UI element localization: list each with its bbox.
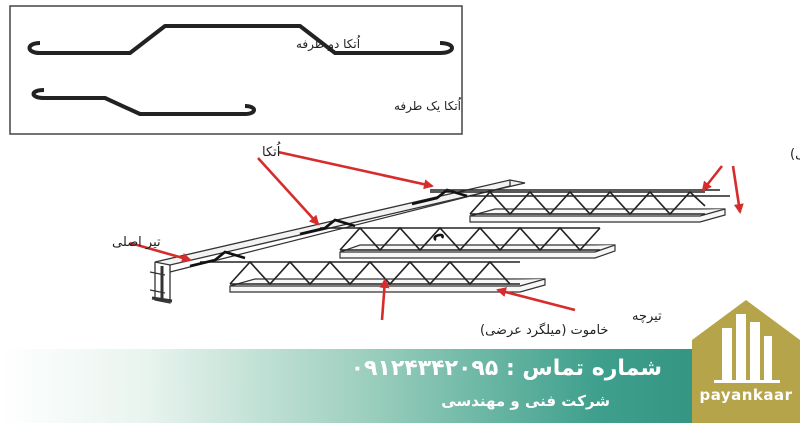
label-main-beam: تیر اصلی bbox=[112, 235, 161, 250]
joist-2 bbox=[339, 244, 616, 259]
label-joist: تیرچه bbox=[632, 309, 662, 324]
arrow-straight-rebar-2 bbox=[731, 165, 744, 214]
arrow-stirrup bbox=[379, 278, 390, 321]
truss-2 bbox=[320, 226, 601, 252]
double-bend-label: اُتکا دو طرفه bbox=[296, 34, 360, 52]
arrow-straight-rebar-1 bbox=[701, 165, 724, 192]
single-bend-rebar bbox=[31, 88, 256, 116]
label-straight-rebar: میلگرد راستا (طولی) bbox=[790, 146, 800, 162]
payankaar-logo[interactable]: payankaar bbox=[692, 300, 800, 423]
building-logo-icon bbox=[692, 300, 800, 423]
company-name: شرکت فنی و مهندسی bbox=[441, 392, 610, 410]
logo-text: payankaar bbox=[699, 386, 793, 404]
arrow-main-beam bbox=[129, 241, 192, 263]
phone-number[interactable]: شماره تماس : ۰۹۱۲۴۳۴۲۰۹۵ bbox=[350, 356, 662, 381]
arrow-otka-1 bbox=[257, 157, 320, 226]
arrow-joist bbox=[496, 287, 576, 312]
truss-1 bbox=[200, 260, 520, 286]
double-bend-rebar bbox=[27, 24, 454, 55]
label-otka: اُتکا bbox=[262, 141, 281, 160]
otka-bars bbox=[189, 188, 468, 268]
annotation-arrows bbox=[129, 150, 744, 321]
arrow-otka-2 bbox=[277, 150, 434, 190]
single-bend-label: اُتکا یک طرفه bbox=[394, 96, 461, 114]
truss-3 bbox=[430, 190, 706, 216]
straight-rebar bbox=[430, 189, 730, 197]
contact-banner bbox=[0, 349, 800, 423]
label-stirrup: خاموت (میلگرد عرضی) bbox=[480, 322, 608, 338]
